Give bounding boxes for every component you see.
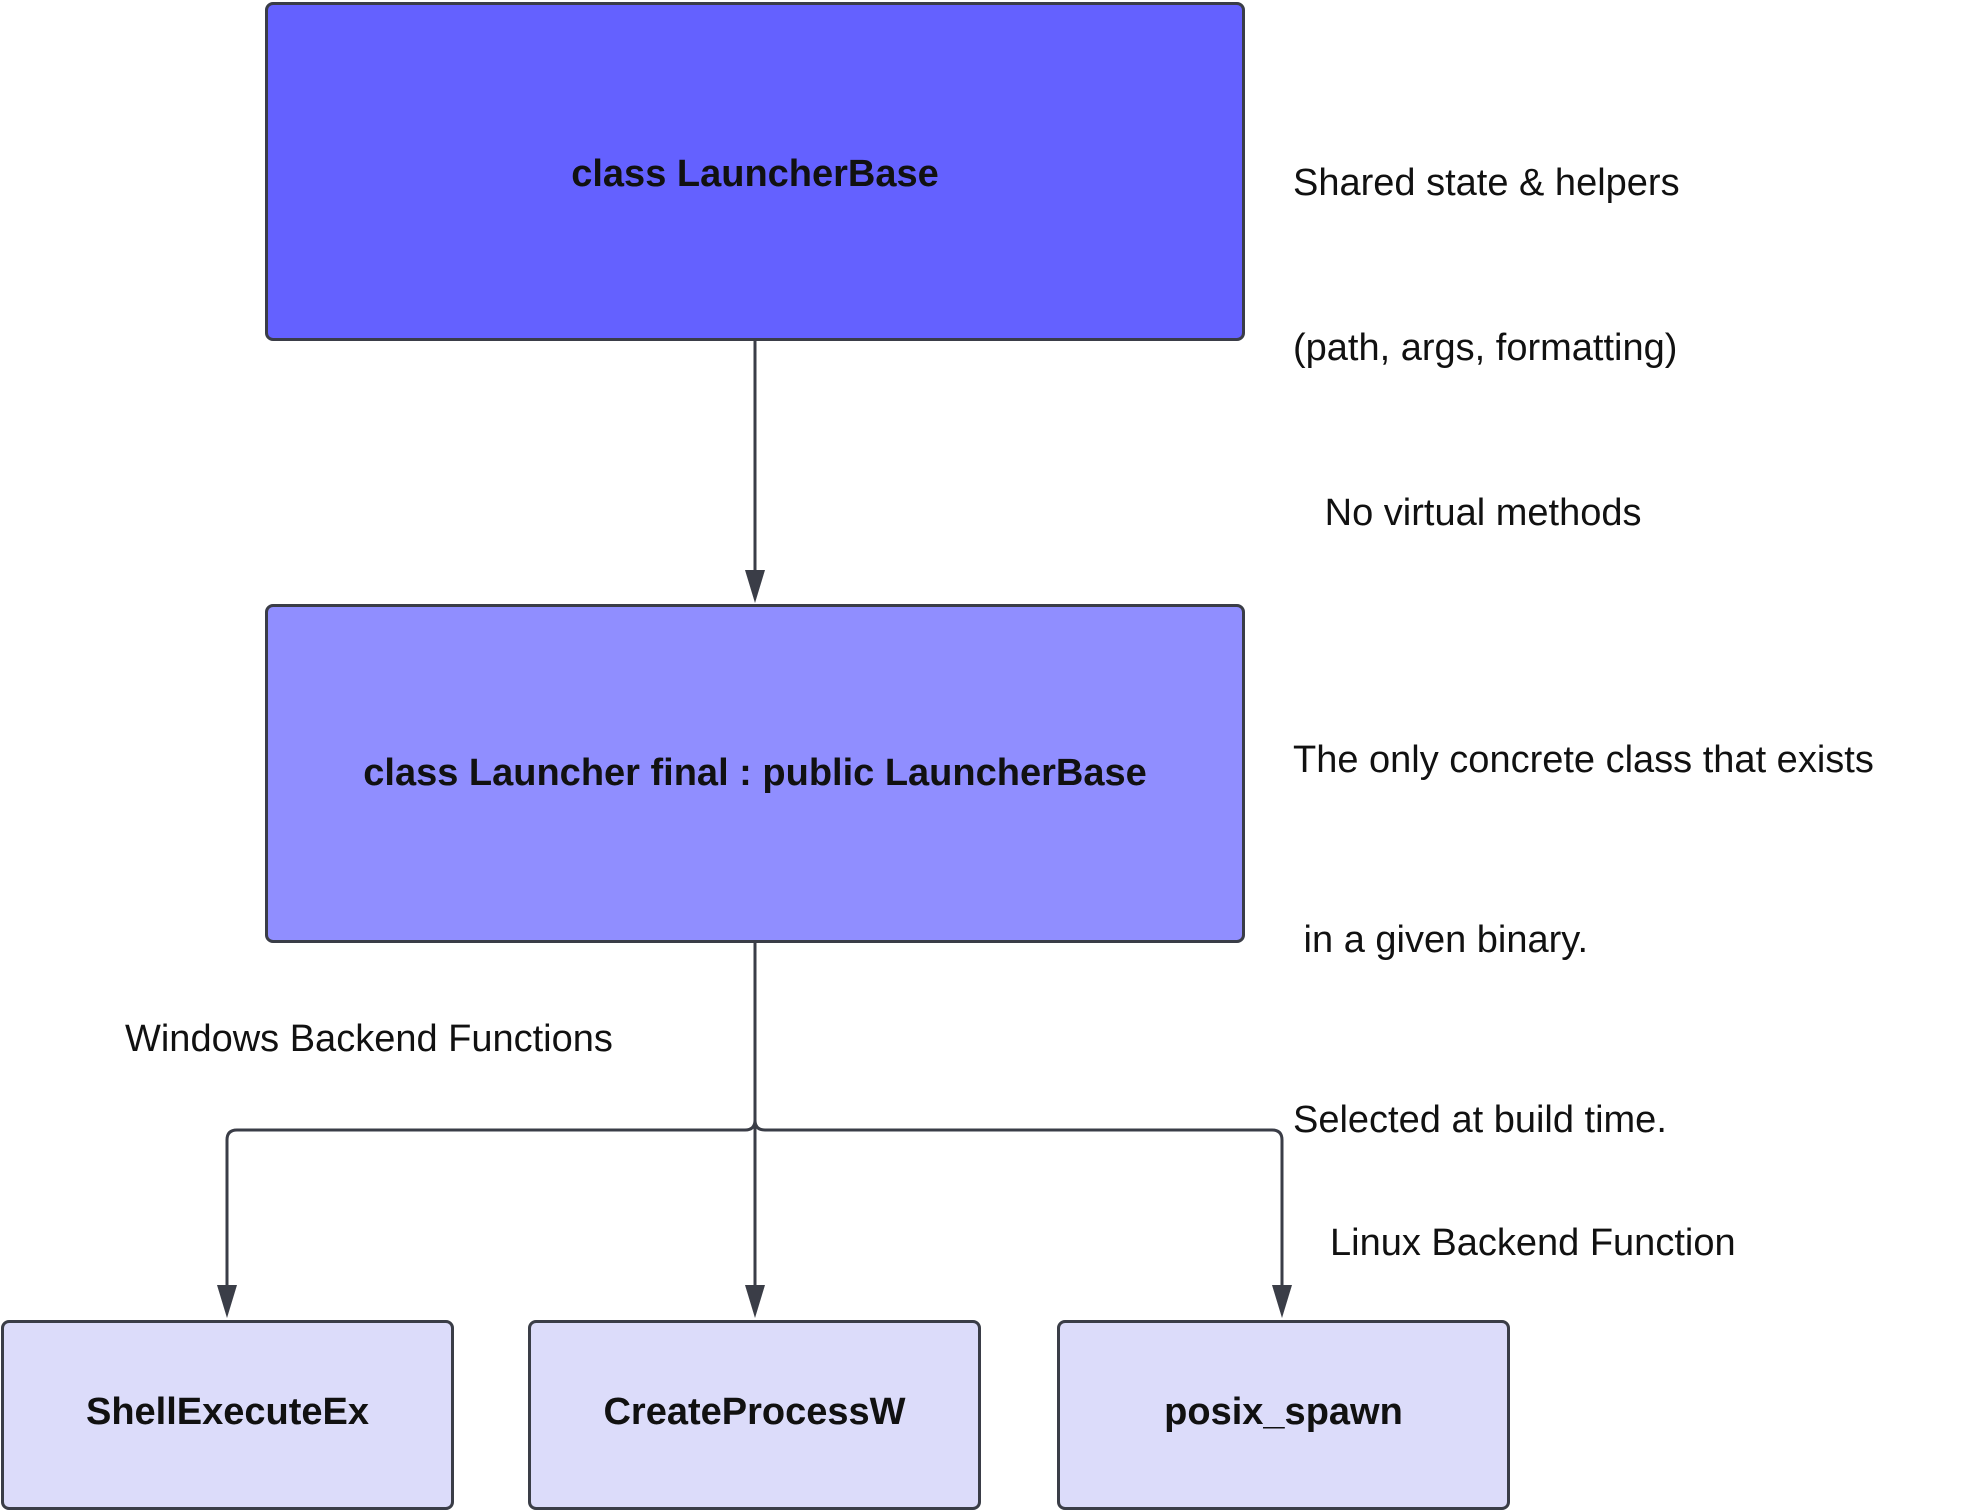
arrowhead-final-to-create bbox=[745, 1285, 765, 1318]
note-base-line-3: No virtual methods bbox=[1293, 492, 1642, 534]
node-launcher-base-label: class LauncherBase bbox=[571, 153, 939, 195]
node-launcher-final: class Launcher final : public LauncherBa… bbox=[265, 604, 1245, 943]
node-create-process-w: CreateProcessW bbox=[528, 1320, 981, 1510]
node-launcher-final-label: class Launcher final : public LauncherBa… bbox=[363, 752, 1147, 794]
edge-label-windows: Windows Backend Functions bbox=[125, 1018, 613, 1060]
edge-final-to-posix bbox=[753, 1119, 1284, 1290]
note-final-line-2: in a given binary. bbox=[1293, 919, 1589, 961]
note-final-line-1: The only concrete class that exists bbox=[1293, 739, 1874, 781]
note-base-line-1: Shared state & helpers bbox=[1293, 162, 1680, 204]
arrowhead-final-to-shell bbox=[217, 1285, 237, 1318]
note-final-line-3: Selected at build time. bbox=[1293, 1099, 1667, 1141]
node-shell-execute-ex-label: ShellExecuteEx bbox=[85, 1390, 370, 1433]
arrowhead-final-to-posix bbox=[1272, 1285, 1292, 1318]
node-posix-spawn-label: posix_spawn bbox=[1164, 1390, 1403, 1433]
note-base-line-2: (path, args, formatting) bbox=[1293, 327, 1678, 369]
node-shell-execute-ex: ShellExecuteEx bbox=[1, 1320, 454, 1510]
edge-final-to-shell bbox=[225, 1119, 757, 1290]
node-create-process-w-label: CreateProcessW bbox=[603, 1390, 906, 1433]
note-launcher-base: Shared state & helpers (path, args, form… bbox=[1293, 46, 1680, 596]
node-posix-spawn: posix_spawn bbox=[1057, 1320, 1510, 1510]
arrowhead-base-to-final bbox=[745, 570, 765, 603]
node-launcher-base: class LauncherBase bbox=[265, 2, 1245, 341]
note-launcher-final: The only concrete class that exists in a… bbox=[1293, 610, 1874, 1210]
edge-label-linux: Linux Backend Function bbox=[1330, 1222, 1736, 1264]
